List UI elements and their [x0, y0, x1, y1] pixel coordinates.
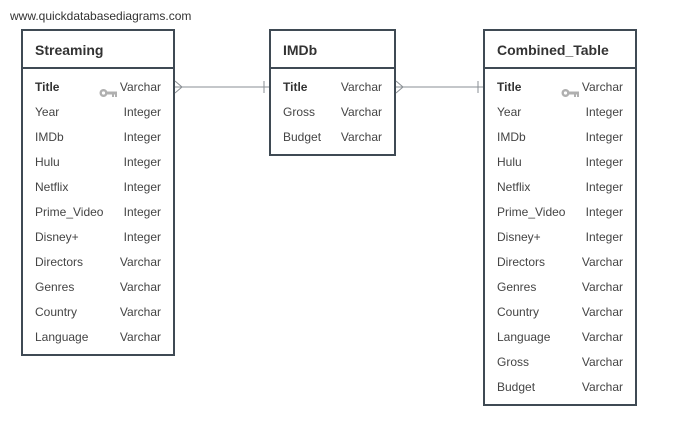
field-type: Varchar — [581, 330, 623, 344]
table-row[interactable]: Prime_Video Integer — [485, 200, 635, 225]
field-name: IMDb — [35, 130, 64, 144]
table-title: Streaming — [23, 31, 173, 69]
field-name: Directors — [497, 255, 546, 269]
field-name: Hulu — [35, 155, 60, 169]
table-row[interactable]: Budget Varchar — [271, 125, 394, 150]
field-type: Varchar — [119, 305, 161, 319]
field-name: Country — [35, 305, 78, 319]
field-type: Integer — [585, 105, 623, 119]
table-row[interactable]: Gross Varchar — [271, 100, 394, 125]
table-row[interactable]: Title Varchar — [23, 75, 173, 100]
table-row[interactable]: Genres Varchar — [23, 275, 173, 300]
field-name: Title — [35, 80, 60, 94]
table-row[interactable]: Prime_Video Integer — [23, 200, 173, 225]
field-type: Integer — [123, 155, 161, 169]
field-name: Genres — [35, 280, 75, 294]
field-type: Varchar — [581, 305, 623, 319]
relationship-streaming-imdb[interactable] — [174, 80, 269, 94]
field-type: Varchar — [581, 80, 623, 94]
table-row[interactable]: Hulu Integer — [23, 150, 173, 175]
table-row[interactable]: Hulu Integer — [485, 150, 635, 175]
field-name: Genres — [497, 280, 537, 294]
table-row[interactable]: Year Integer — [23, 100, 173, 125]
field-name: Language — [497, 330, 551, 344]
field-name: Prime_Video — [35, 205, 104, 219]
table-row[interactable]: Disney+ Integer — [23, 225, 173, 250]
field-name: Title — [497, 80, 522, 94]
field-name: Title — [283, 80, 308, 94]
table-row[interactable]: Year Integer — [485, 100, 635, 125]
field-type: Varchar — [119, 80, 161, 94]
table-row[interactable]: Country Varchar — [485, 300, 635, 325]
primary-key-icon — [561, 82, 579, 97]
field-name: Netflix — [35, 180, 69, 194]
field-type: Varchar — [340, 105, 382, 119]
table-row[interactable]: Genres Varchar — [485, 275, 635, 300]
table-row[interactable]: Title Varchar — [271, 75, 394, 100]
field-type: Varchar — [119, 330, 161, 344]
table-row[interactable]: Language Varchar — [23, 325, 173, 350]
table-row[interactable]: Directors Varchar — [485, 250, 635, 275]
field-type: Integer — [123, 230, 161, 244]
field-name: Hulu — [497, 155, 522, 169]
field-type: Varchar — [581, 280, 623, 294]
field-name: Year — [35, 105, 60, 119]
field-name: Budget — [283, 130, 322, 144]
table-row[interactable]: Title Varchar — [485, 75, 635, 100]
table-row[interactable]: IMDb Integer — [485, 125, 635, 150]
table-row[interactable]: Directors Varchar — [23, 250, 173, 275]
field-type: Varchar — [340, 80, 382, 94]
field-type: Varchar — [119, 280, 161, 294]
table-row[interactable]: Gross Varchar — [485, 350, 635, 375]
field-name: Disney+ — [497, 230, 541, 244]
field-type: Varchar — [119, 255, 161, 269]
crowfoot-many-icon — [174, 80, 183, 94]
table-row[interactable]: Netflix Integer — [23, 175, 173, 200]
table-row[interactable]: Disney+ Integer — [485, 225, 635, 250]
table-row[interactable]: Budget Varchar — [485, 375, 635, 400]
field-type: Varchar — [581, 255, 623, 269]
primary-key-icon — [99, 82, 117, 97]
field-name: Gross — [283, 105, 316, 119]
field-name: Prime_Video — [497, 205, 566, 219]
field-type: Integer — [123, 205, 161, 219]
field-name: Year — [497, 105, 522, 119]
table-title: Combined_Table — [485, 31, 635, 69]
field-type: Varchar — [581, 380, 623, 394]
table-row[interactable]: Language Varchar — [485, 325, 635, 350]
field-name: Budget — [497, 380, 536, 394]
field-name: Gross — [497, 355, 530, 369]
field-name: Netflix — [497, 180, 531, 194]
field-type: Varchar — [340, 130, 382, 144]
field-type: Integer — [123, 105, 161, 119]
table-row[interactable]: Country Varchar — [23, 300, 173, 325]
field-type: Integer — [585, 205, 623, 219]
relationship-imdb-combined[interactable] — [395, 80, 483, 94]
field-type: Integer — [585, 230, 623, 244]
field-type: Integer — [585, 130, 623, 144]
field-type: Integer — [585, 180, 623, 194]
field-name: IMDb — [497, 130, 526, 144]
table-row[interactable]: Netflix Integer — [485, 175, 635, 200]
field-name: Country — [497, 305, 540, 319]
field-type: Integer — [585, 155, 623, 169]
field-type: Varchar — [581, 355, 623, 369]
crowfoot-many-icon — [395, 80, 404, 94]
field-type: Integer — [123, 180, 161, 194]
table-title: IMDb — [271, 31, 394, 69]
table-row[interactable]: IMDb Integer — [23, 125, 173, 150]
field-name: Directors — [35, 255, 84, 269]
field-type: Integer — [123, 130, 161, 144]
field-name: Disney+ — [35, 230, 79, 244]
watermark: www.quickdatabasediagrams.com — [10, 9, 192, 23]
field-name: Language — [35, 330, 89, 344]
